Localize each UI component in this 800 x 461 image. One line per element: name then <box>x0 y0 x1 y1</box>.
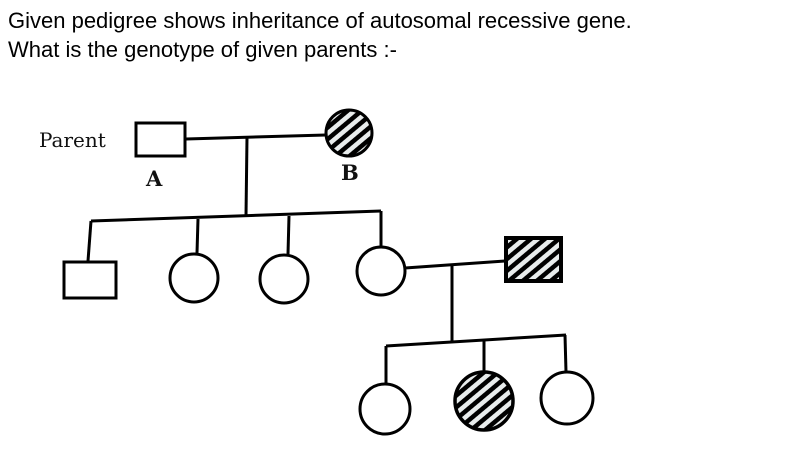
child-1-drop <box>86 220 93 262</box>
child-3-drop <box>286 215 291 255</box>
spouse-affected-male-symbol <box>504 236 563 283</box>
grandchild-sibship-line <box>385 333 567 348</box>
grandchild-2-affected-female-symbol <box>453 370 515 432</box>
sibship-line <box>90 209 382 223</box>
child-1-male-symbol <box>62 260 118 300</box>
question-text: Given pedigree shows inheritance of auto… <box>8 6 632 64</box>
second-mating-line <box>404 259 506 270</box>
child-4-female-symbol <box>355 245 407 297</box>
pedigree-lines <box>86 133 568 384</box>
parent-b-label: B <box>341 160 359 185</box>
child-3-female-symbol <box>258 253 310 305</box>
grandchild-1-female-symbol <box>358 382 412 436</box>
parent-a-label: A <box>145 166 163 191</box>
grandchild-3-female-symbol <box>539 370 595 426</box>
generation-label: Parent <box>39 128 106 152</box>
question-line-1: Given pedigree shows inheritance of auto… <box>8 8 632 33</box>
parent-b-affected-female-symbol <box>324 108 374 158</box>
parent-descent-line <box>244 136 249 217</box>
grandchild-3-drop <box>563 334 568 373</box>
parent-a-male-symbol <box>134 121 187 158</box>
parent-mating-line <box>185 133 327 141</box>
question-line-2: What is the genotype of given parents :- <box>8 37 397 62</box>
child-2-female-symbol <box>168 252 220 304</box>
child-2-drop <box>195 218 200 254</box>
